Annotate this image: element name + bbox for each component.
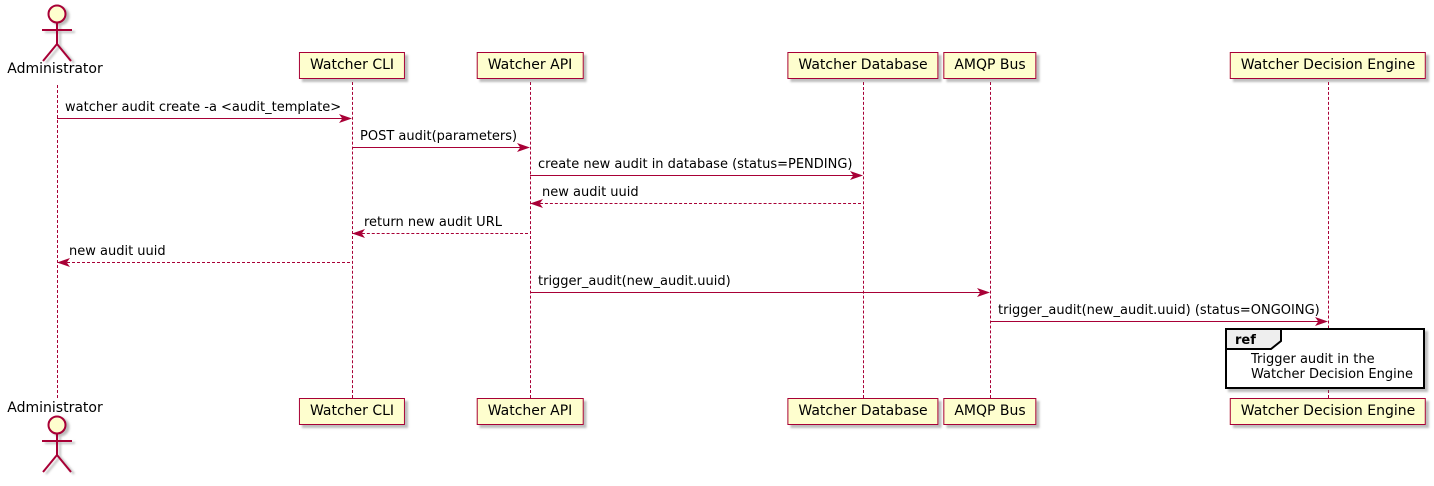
message-2-arrowhead	[517, 143, 530, 152]
participant-box-bottom-amqp-bus: AMQP Bus	[943, 398, 1037, 425]
actor-label-bottom-administrator: Administrator	[7, 400, 103, 416]
message-8-label: trigger_audit(new_audit.uuid) (status=ON…	[998, 303, 1320, 318]
message-2-line	[352, 147, 528, 148]
message-4-label: new audit uuid	[542, 185, 639, 200]
lifeline-administrator	[56, 85, 58, 398]
message-3-arrowhead	[850, 171, 863, 180]
message-7-label: trigger_audit(new_audit.uuid)	[538, 274, 731, 289]
svg-text:ref: ref	[1235, 333, 1256, 348]
ref-text-line: Watcher Decision Engine	[1251, 367, 1413, 382]
actor-label-top-administrator: Administrator	[7, 61, 103, 77]
actor-figure-bottom-administrator	[27, 414, 87, 480]
message-3-line	[530, 175, 861, 176]
message-7-line	[530, 292, 988, 293]
participant-box-top-watcher-database: Watcher Database	[787, 52, 939, 79]
participant-box-top-watcher-api: Watcher API	[476, 52, 584, 79]
participant-box-top-watcher-cli: Watcher CLI	[298, 52, 406, 79]
message-7-arrowhead	[977, 288, 990, 297]
message-8-arrowhead	[1315, 317, 1328, 326]
lifeline-watcher-api	[529, 82, 531, 398]
participant-box-bottom-watcher-api: Watcher API	[476, 398, 584, 425]
lifeline-amqp-bus	[989, 82, 991, 398]
message-6-label: new audit uuid	[69, 244, 166, 259]
message-4-line	[530, 203, 861, 204]
message-5-arrowhead	[352, 229, 365, 238]
ref-text-line: Trigger audit in the	[1251, 352, 1375, 367]
participant-box-top-watcher-decision-engine: Watcher Decision Engine	[1229, 52, 1427, 79]
message-1-label: watcher audit create -a <audit_template>	[65, 100, 342, 115]
participant-box-bottom-watcher-database: Watcher Database	[787, 398, 939, 425]
lifeline-watcher-decision-engine	[1327, 82, 1329, 398]
ref-keyword-tab: ref	[1225, 328, 1283, 354]
message-4-arrowhead	[530, 199, 543, 208]
message-6-line	[57, 262, 350, 263]
message-8-line	[990, 321, 1326, 322]
actor-figure-top-administrator	[27, 3, 87, 69]
message-1-arrowhead	[339, 114, 352, 123]
lifeline-watcher-cli	[351, 82, 353, 398]
message-3-label: create new audit in database (status=PEN…	[538, 157, 853, 172]
message-5-line	[352, 233, 528, 234]
participant-box-bottom-watcher-cli: Watcher CLI	[298, 398, 406, 425]
message-6-arrowhead	[57, 258, 70, 267]
participant-box-bottom-watcher-decision-engine: Watcher Decision Engine	[1229, 398, 1427, 425]
message-1-line	[57, 118, 350, 119]
message-2-label: POST audit(parameters)	[360, 129, 518, 144]
message-5-label: return new audit URL	[364, 215, 502, 230]
participant-box-top-amqp-bus: AMQP Bus	[943, 52, 1037, 79]
lifeline-watcher-database	[862, 82, 864, 398]
